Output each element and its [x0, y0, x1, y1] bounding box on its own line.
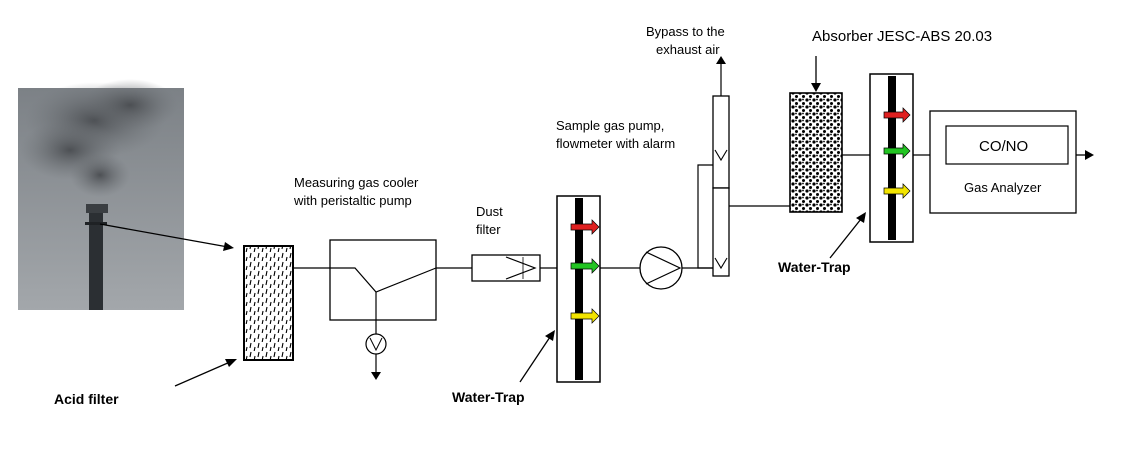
- bypass-label-line2: exhaust air: [656, 42, 720, 57]
- right-arrow-icon: [883, 183, 911, 199]
- right-arrow-icon: [570, 308, 600, 324]
- absorber-label: Absorber JESC-ABS 20.03: [812, 28, 992, 45]
- gas-cooler-label-line2: with peristaltic pump: [293, 193, 412, 208]
- dust-filter-label-line2: filter: [476, 222, 501, 237]
- sample-pump-label-line2: flowmeter with alarm: [556, 136, 675, 151]
- dust-filter-label-line1: Dust: [476, 204, 503, 219]
- gas-cooler: [329, 239, 437, 380]
- right-arrow-icon: [570, 219, 600, 235]
- right-arrow-icon: [570, 258, 600, 274]
- chimney-photo: [18, 79, 184, 310]
- water-trap-1-label: Water-Trap: [452, 389, 525, 405]
- label-pointers: [174, 212, 866, 387]
- right-arrow-icon: [883, 107, 911, 123]
- right-arrow-icon: [883, 143, 911, 159]
- acid-filter: [243, 245, 294, 361]
- absorber: [789, 56, 843, 213]
- dust-filter: [471, 254, 541, 282]
- water-trap-2-label: Water-Trap: [778, 259, 851, 275]
- gas-cooler-label-line1: Measuring gas cooler: [294, 175, 419, 190]
- water-trap-1: [556, 195, 601, 383]
- sample-pump-label-line1: Sample gas pump,: [556, 118, 664, 133]
- bypass-label-line1: Bypass to the: [646, 24, 725, 39]
- pump-icon: [639, 246, 683, 290]
- sample-line-chimney: [99, 223, 234, 251]
- acid-filter-label: Acid filter: [54, 391, 119, 407]
- analyzer-display-text: CO/NO: [979, 138, 1028, 155]
- right-arrow-icon: [1085, 150, 1094, 160]
- flowmeter-icon: [712, 56, 730, 277]
- gas-analyzer: [929, 110, 1094, 214]
- analyzer-label: Gas Analyzer: [964, 180, 1042, 195]
- water-trap-2: [869, 73, 914, 243]
